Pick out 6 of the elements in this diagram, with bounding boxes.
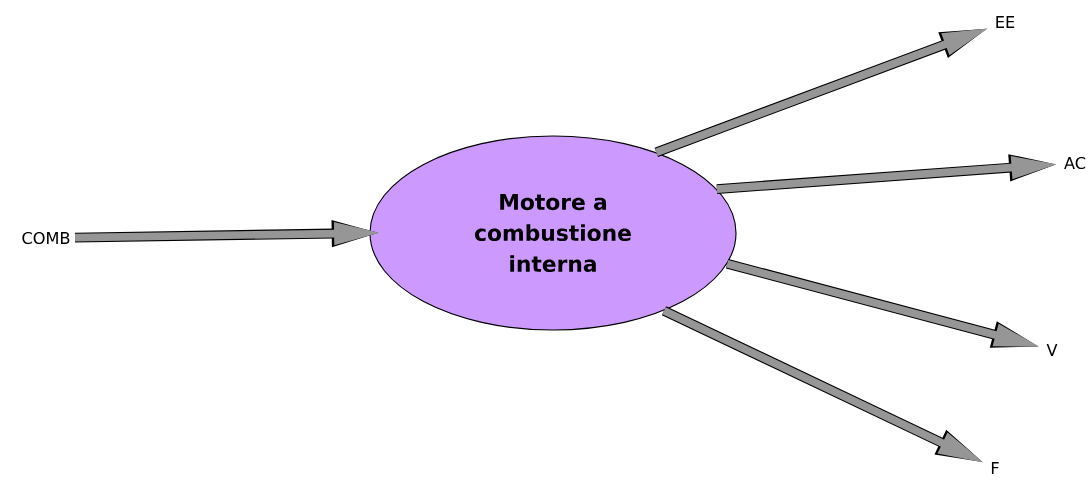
node-label: COMB xyxy=(22,231,70,245)
node-label: EE xyxy=(996,16,1015,28)
node-label: AC xyxy=(1064,156,1086,170)
ellipse-node: Motore a combustione interna xyxy=(369,135,737,331)
node-label: V xyxy=(1046,344,1058,356)
node-label: F xyxy=(991,462,999,474)
